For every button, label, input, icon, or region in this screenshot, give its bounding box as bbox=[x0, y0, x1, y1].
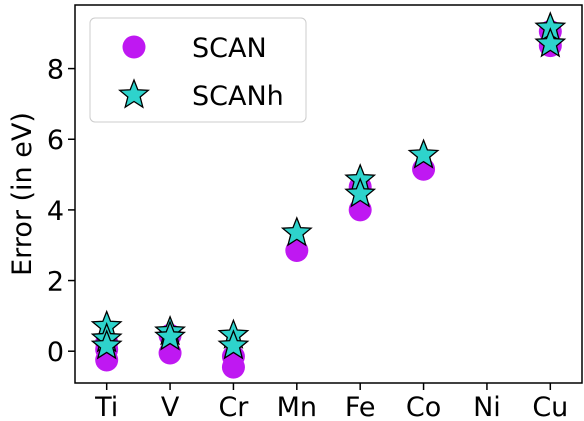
y-tick-label: 6 bbox=[47, 125, 64, 156]
x-tick-label: Mn bbox=[277, 392, 317, 421]
x-tick-label: Fe bbox=[345, 392, 376, 421]
star-point bbox=[217, 329, 250, 360]
y-axis: 0 2 4 6 8 bbox=[47, 55, 75, 368]
y-axis-label: Error (in eV) bbox=[7, 112, 38, 276]
y-tick-label: 0 bbox=[47, 337, 64, 368]
x-tick-label: Co bbox=[406, 392, 441, 421]
x-tick-label: V bbox=[161, 392, 180, 421]
legend-marker-circle bbox=[122, 35, 146, 59]
x-tick-label: Ni bbox=[473, 392, 501, 421]
star-point bbox=[534, 27, 567, 58]
x-axis: Ti V Cr Mn Fe Co Ni Cu bbox=[94, 383, 568, 421]
star-point bbox=[280, 216, 313, 247]
y-tick-label: 8 bbox=[47, 55, 64, 86]
y-tick-label: 4 bbox=[47, 196, 64, 227]
legend-marker-star bbox=[118, 78, 150, 109]
star-point bbox=[344, 177, 377, 208]
x-tick-label: Ti bbox=[94, 392, 118, 421]
legend-label: SCANh bbox=[192, 81, 284, 112]
y-tick-label: 2 bbox=[47, 267, 64, 298]
star-point bbox=[407, 138, 440, 169]
star-point bbox=[154, 320, 187, 351]
circle-point bbox=[285, 239, 309, 263]
data-marks bbox=[90, 11, 567, 379]
x-tick-label: Cr bbox=[218, 392, 249, 421]
legend-label: SCAN bbox=[192, 33, 267, 64]
x-tick-label: Cu bbox=[532, 392, 568, 421]
star-point bbox=[90, 329, 123, 360]
legend: SCAN SCANh bbox=[89, 17, 307, 123]
